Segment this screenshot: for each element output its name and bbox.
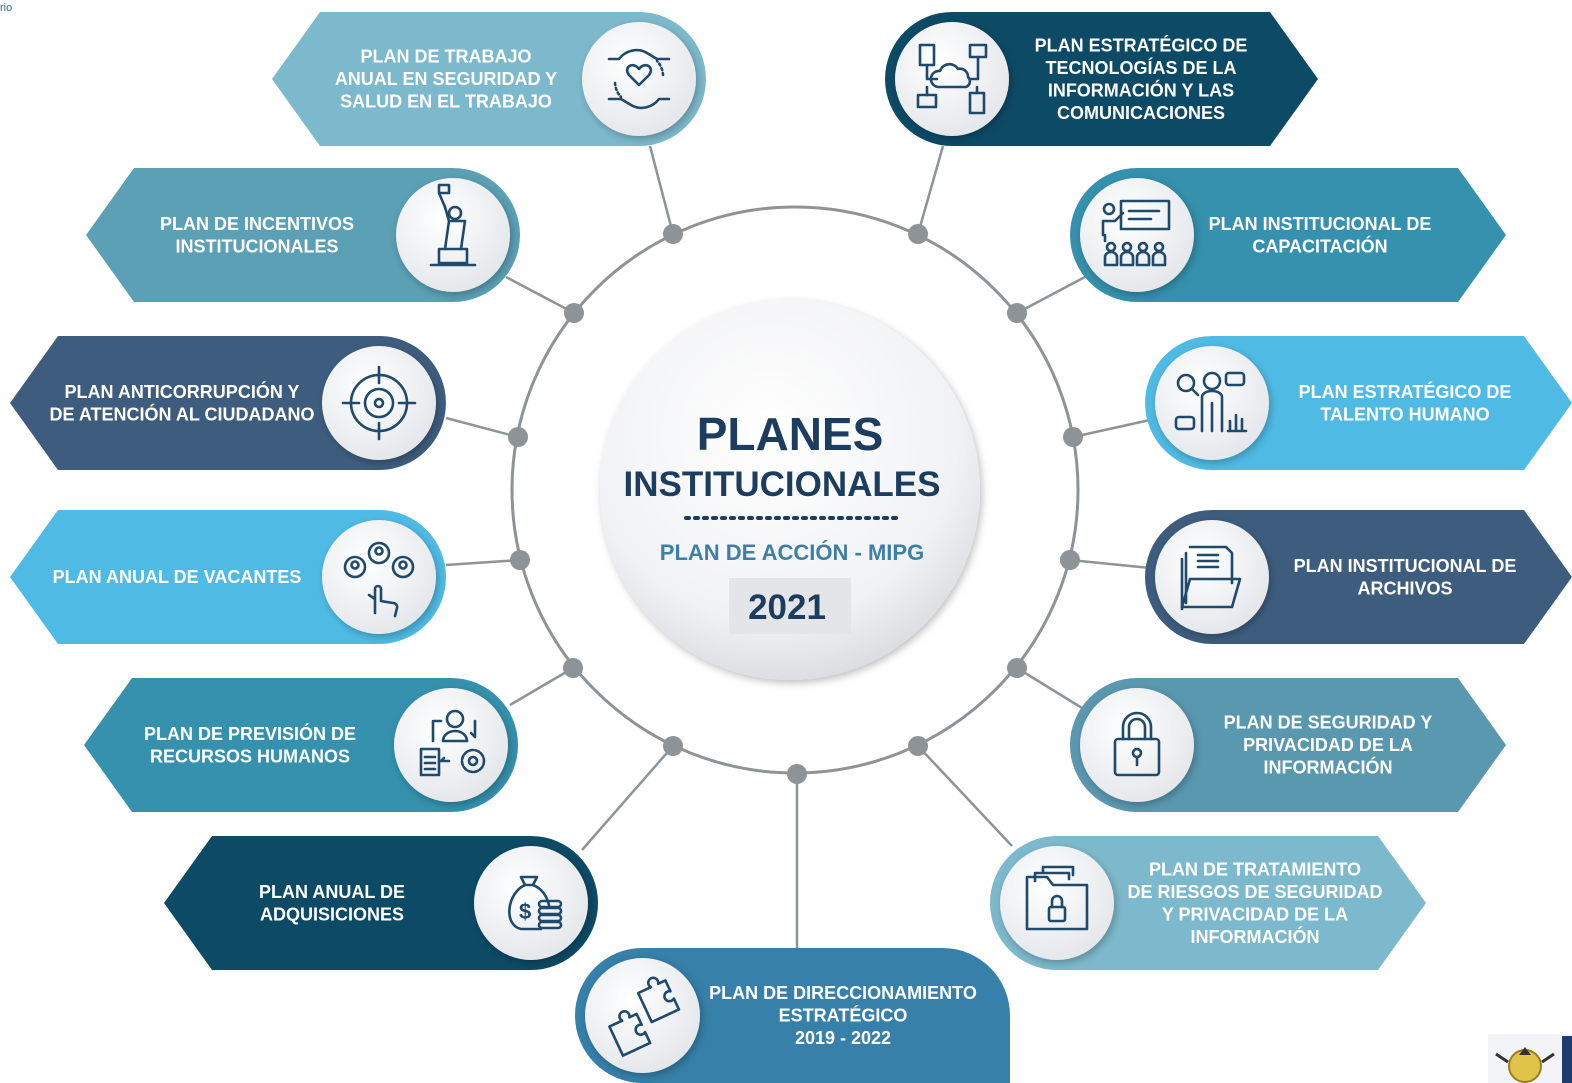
plan-label-sst-line3: SALUD EN EL TRABAJO [340, 92, 552, 112]
svg-text:$: $ [519, 899, 531, 924]
plan-label-incentivos-line2: INSTITUCIONALES [175, 236, 338, 256]
worker-gear-icon [394, 688, 508, 802]
coat-of-arms-logo [1488, 1034, 1572, 1083]
center-subtitle: PLAN DE ACCIÓN - MIPG [660, 540, 924, 565]
connector-dot-prevision [563, 658, 583, 678]
connector-dot-adquisiciones [663, 736, 683, 756]
hands-heart-icon [582, 22, 696, 136]
center-title-line1: PLANES [697, 408, 884, 460]
plan-label-prevision-line2: RECURSOS HUMANOS [150, 746, 350, 766]
folder-files-icon [1155, 520, 1269, 634]
plan-badge-vacantes: PLAN ANUAL DE VACANTES [10, 510, 446, 644]
connector-line-vacantes [445, 558, 521, 567]
connector-line-tic [916, 145, 945, 235]
person-analytics-icon [1155, 346, 1269, 460]
statue-icon [396, 178, 510, 292]
connector-dot-direccionamiento [787, 764, 807, 784]
connector-line-capacitacion [1016, 275, 1086, 315]
connector-line-seguridad [1016, 666, 1083, 710]
plan-label-direccionamiento-line1: PLAN DE DIRECCIONAMIENTO [709, 983, 977, 1003]
plan-label-sst-line2: ANUAL EN SEGURIDAD Y [335, 69, 557, 89]
target-icon [322, 346, 436, 460]
connector-line-prevision [509, 666, 574, 707]
connector-dot-tic [908, 224, 928, 244]
plan-label-vacantes-line1: PLAN ANUAL DE VACANTES [53, 567, 302, 587]
plan-label-sst-line1: PLAN DE TRABAJO [360, 47, 531, 67]
connector-line-archivos [1069, 558, 1151, 570]
money-bag-icon: $ [474, 846, 588, 960]
corner-label: rio [0, 2, 13, 14]
plan-label-anticorrupcion-line1: PLAN ANTICORRUPCIÓN Y [64, 381, 299, 402]
plan-label-capacitacion-line1: PLAN INSTITUCIONAL DE [1209, 214, 1432, 234]
plan-label-talento-line1: PLAN ESTRATÉGICO DE [1299, 381, 1512, 402]
plan-label-riesgos-line3: Y PRIVACIDAD DE LA [1162, 904, 1348, 924]
plan-label-archivos-line2: ARCHIVOS [1357, 578, 1452, 598]
year-box [729, 578, 851, 634]
plan-label-adquisiciones-line2: ADQUISICIONES [260, 904, 404, 924]
plan-label-tic-line4: COMUNICACIONES [1057, 103, 1225, 123]
connector-dot-riesgos [908, 736, 928, 756]
plan-label-riesgos-line2: DE RIESGOS DE SEGURIDAD [1127, 882, 1382, 902]
connector-dot-archivos [1060, 550, 1080, 570]
connector-line-anticorrupcion [445, 416, 519, 439]
plan-label-riesgos-line4: INFORMACIÓN [1191, 926, 1320, 947]
plan-label-riesgos-line1: PLAN DE TRATAMIENTO [1149, 859, 1361, 879]
center-hub: PLANES INSTITUCIONALES PLAN DE ACCIÓN - … [600, 300, 980, 680]
plan-label-seguridad-line1: PLAN DE SEGURIDAD Y [1224, 713, 1433, 733]
connector-line-incentivos [505, 275, 575, 315]
connector-dot-talento [1063, 427, 1083, 447]
plan-label-prevision-line1: PLAN DE PREVISIÓN DE [144, 723, 356, 744]
center-title-line2: INSTITUCIONALES [624, 465, 941, 504]
plan-label-talento-line2: TALENTO HUMANO [1320, 404, 1489, 424]
connector-dot-vacantes [510, 550, 530, 570]
connector-dot-sst [663, 224, 683, 244]
connector-line-sst [648, 145, 675, 235]
connector-lines [445, 145, 1151, 948]
plan-label-direccionamiento-line3: 2019 - 2022 [795, 1028, 891, 1048]
plan-label-tic-line1: PLAN ESTRATÉGICO DE [1035, 34, 1248, 55]
locked-folder-icon [1000, 846, 1114, 960]
plan-badge-direccionamiento: PLAN DE DIRECCIONAMIENTOESTRATÉGICO2019 … [575, 948, 1010, 1083]
connector-dot-capacitacion [1007, 303, 1027, 323]
classroom-icon [1080, 178, 1194, 292]
center-year: 2021 [748, 588, 826, 627]
plan-label-seguridad-line3: INFORMACIÓN [1264, 757, 1393, 778]
plan-label-archivos-line1: PLAN INSTITUCIONAL DE [1294, 556, 1517, 576]
puzzle-icon [585, 958, 700, 1073]
plan-label-capacitacion-line2: CAPACITACIÓN [1252, 235, 1387, 256]
connector-dots [508, 224, 1083, 784]
plan-label-tic-line3: INFORMACIÓN Y LAS [1048, 79, 1234, 100]
plan-label-anticorrupcion-line2: DE ATENCIÓN AL CIUDADANO [50, 403, 315, 424]
connector-line-talento [1072, 418, 1151, 439]
connector-line-adquisiciones [581, 745, 674, 851]
hand-select-people-icon [322, 520, 436, 634]
plan-label-tic-line2: TECNOLOGÍAS DE LA [1045, 57, 1236, 78]
padlock-icon [1080, 688, 1194, 802]
connector-line-riesgos [917, 745, 1013, 847]
plan-label-direccionamiento-line2: ESTRATÉGICO [779, 1005, 908, 1026]
connector-dot-incentivos [564, 303, 584, 323]
connector-dot-seguridad [1007, 658, 1027, 678]
plan-label-seguridad-line2: PRIVACIDAD DE LA [1243, 735, 1413, 755]
plan-badge-anticorrupcion: PLAN ANTICORRUPCIÓN YDE ATENCIÓN AL CIUD… [10, 336, 446, 470]
connector-dot-anticorrupcion [508, 427, 528, 447]
plan-label-incentivos-line1: PLAN DE INCENTIVOS [160, 214, 354, 234]
plan-badge-riesgos: PLAN DE TRATAMIENTO DE RIESGOS DE SEGURID… [990, 836, 1426, 970]
center-circle [600, 300, 980, 680]
cloud-network-icon [895, 22, 1009, 136]
plan-label-adquisiciones-line1: PLAN ANUAL DE [259, 882, 405, 902]
